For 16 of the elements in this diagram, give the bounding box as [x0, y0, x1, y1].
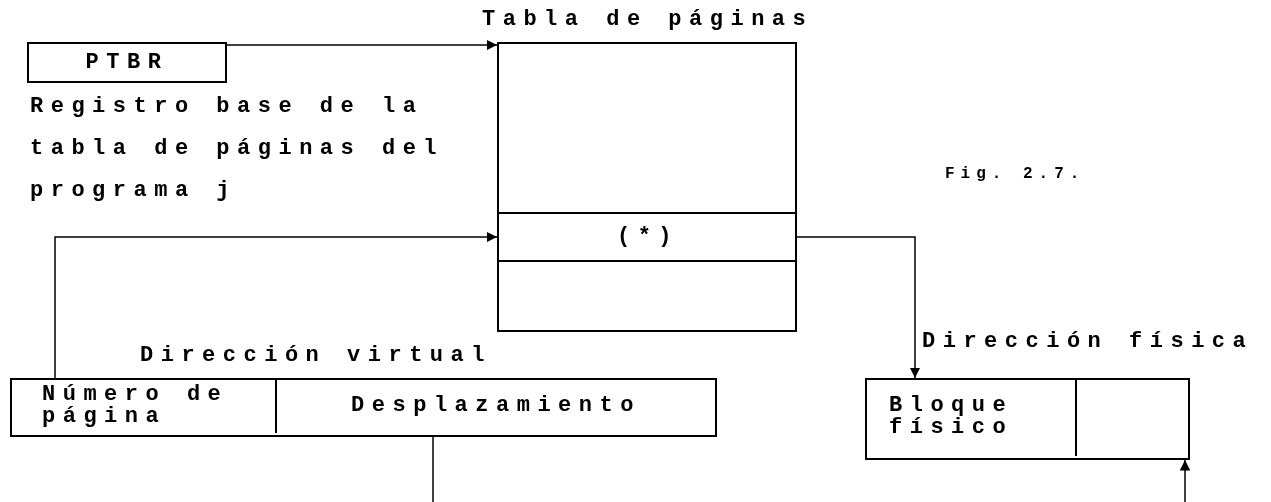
arrow — [1179, 459, 1191, 502]
box-text: Desplazamiento — [351, 394, 641, 417]
box-text: PTBR — [85, 51, 169, 74]
box-text: Número de página — [42, 383, 230, 428]
box-heading: Dirección virtual — [140, 344, 492, 368]
box-text: (*) — [616, 226, 680, 248]
box-text: Bloque físico — [889, 395, 1015, 439]
box-heading: Dirección física — [922, 330, 1254, 354]
figure-number: Fig. 2.7. — [945, 165, 1086, 183]
node-caption: Registro base de la tabla de páginas del programa j — [30, 93, 446, 205]
arrow — [796, 236, 921, 379]
arrow — [226, 39, 498, 51]
register-box — [27, 42, 227, 83]
table-row — [499, 212, 797, 262]
box-heading: Tabla de páginas — [482, 8, 814, 32]
arrow — [54, 231, 498, 379]
